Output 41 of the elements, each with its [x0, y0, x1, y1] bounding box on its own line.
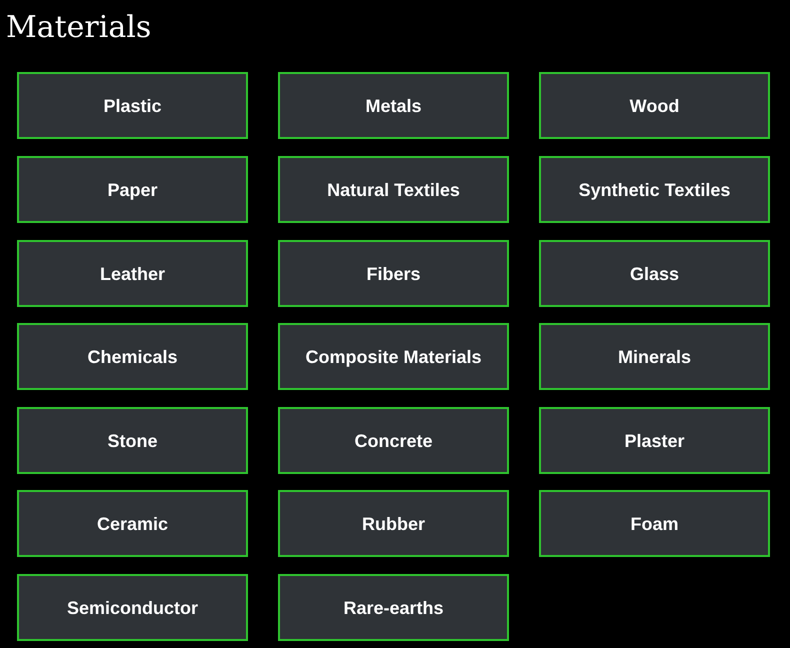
material-label: Glass — [630, 262, 680, 284]
material-box — [539, 72, 770, 139]
material-box — [278, 323, 509, 390]
material-label: Rubber — [362, 512, 425, 534]
material-box — [17, 407, 248, 474]
material-box — [278, 407, 509, 474]
material-box — [17, 72, 248, 139]
material-label: Stone — [107, 430, 158, 452]
material-label: Concrete — [354, 430, 433, 452]
material-label: Leather — [100, 262, 166, 284]
material-box — [278, 240, 509, 307]
material-label: Ceramic — [96, 512, 168, 534]
material-box — [278, 156, 509, 223]
material-box — [17, 240, 248, 307]
material-label: Rare-earths — [343, 596, 444, 618]
material-box — [539, 323, 770, 390]
material-box — [17, 156, 248, 223]
material-label: Foam — [630, 512, 678, 534]
material-label: Minerals — [618, 346, 692, 368]
material-label: Plaster — [624, 430, 685, 452]
material-label: Synthetic Textiles — [578, 178, 730, 200]
material-box — [17, 574, 248, 641]
material-box — [539, 156, 770, 223]
material-box — [278, 490, 509, 557]
material-label: Wood — [630, 94, 680, 116]
material-label: Paper — [107, 178, 158, 200]
material-box — [539, 490, 770, 557]
material-box — [539, 240, 770, 307]
material-label: Fibers — [366, 262, 421, 284]
title: Materials — [6, 9, 152, 47]
material-label: Semiconductor — [66, 596, 198, 618]
material-label: Composite Materials — [305, 346, 482, 368]
material-label: Chemicals — [87, 346, 178, 368]
material-label: Natural Textiles — [327, 178, 460, 200]
material-label: Metals — [365, 94, 422, 116]
material-box — [278, 574, 509, 641]
material-box — [539, 407, 770, 474]
material-box — [278, 72, 509, 139]
material-box — [17, 323, 248, 390]
material-box — [17, 490, 248, 557]
material-label: Plastic — [103, 94, 162, 116]
